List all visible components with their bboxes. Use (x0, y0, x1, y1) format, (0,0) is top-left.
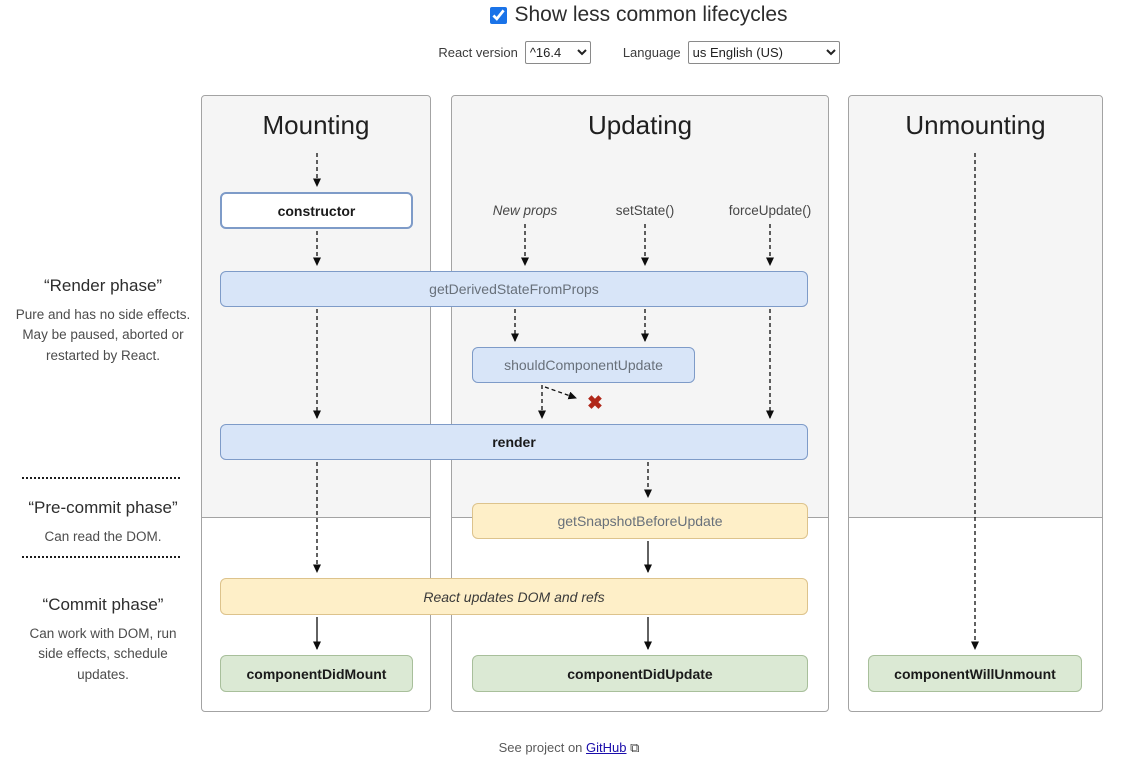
updating-panel-title: Updating (587, 110, 693, 140)
get-snapshot-before-update-box[interactable]: getSnapshotBeforeUpdate (472, 503, 808, 539)
pre-commit-phase-description: Can read the DOM. (44, 529, 162, 544)
get-derived-state-from-props-box[interactable]: getDerivedStateFromProps (220, 271, 808, 307)
render-phase-note: “Render phase” Pure and has no side effe… (12, 276, 194, 366)
footer-text: See project on (498, 740, 587, 755)
mounting-panel-title: Mounting (262, 110, 370, 140)
unmounting-panel-title: Unmounting (905, 110, 1046, 140)
should-component-update-box[interactable]: shouldComponentUpdate (472, 347, 695, 383)
language-label: Language (622, 45, 681, 60)
cancel-update-icon: ✖ (587, 393, 603, 414)
render-phase-description: Pure and has no side effects. May be pau… (15, 307, 191, 363)
set-state-label: setState() (615, 203, 675, 218)
commit-phase-description: Can work with DOM, run side effects, sch… (29, 626, 177, 682)
component-did-update-box[interactable]: componentDidUpdate (472, 655, 808, 692)
header: Show less common lifecycles (140, 3, 1138, 27)
react-version-select[interactable]: ^16.4 (524, 41, 591, 64)
show-less-checkbox[interactable] (490, 6, 508, 24)
react-updates-dom-box: React updates DOM and refs (220, 578, 808, 615)
pre-commit-phase-title: “Pre-commit phase” (28, 498, 178, 517)
footer: See project on GitHub ⧉ (0, 740, 1138, 756)
controls: React version ^16.4 Language us English … (140, 41, 1138, 64)
component-will-unmount-box[interactable]: componentWillUnmount (868, 655, 1082, 692)
github-link[interactable]: GitHub (586, 740, 627, 755)
language-select[interactable]: us English (US) (687, 41, 840, 64)
render-phase-title: “Render phase” (43, 276, 163, 295)
commit-phase-title: “Commit phase” (42, 595, 164, 614)
updating-panel: Updating (451, 95, 829, 712)
component-did-mount-box[interactable]: componentDidMount (220, 655, 413, 692)
phase-divider-bottom (22, 556, 180, 558)
react-version-label: React version (438, 45, 518, 60)
mounting-panel: Mounting (201, 95, 431, 712)
external-link-icon: ⧉ (630, 740, 640, 755)
pre-commit-phase-note: “Pre-commit phase” Can read the DOM. (12, 498, 194, 547)
show-less-label: Show less common lifecycles (514, 3, 788, 26)
show-less-toggle[interactable]: Show less common lifecycles (490, 3, 788, 27)
phase-divider-top (22, 477, 180, 479)
unmounting-panel-render-phase-area (849, 96, 1102, 518)
force-update-label: forceUpdate() (728, 203, 812, 218)
render-box[interactable]: render (220, 424, 808, 460)
new-props-label: New props (492, 203, 558, 218)
commit-phase-note: “Commit phase” Can work with DOM, run si… (18, 595, 188, 685)
unmounting-panel: Unmounting (848, 95, 1103, 712)
constructor-box[interactable]: constructor (220, 192, 413, 229)
